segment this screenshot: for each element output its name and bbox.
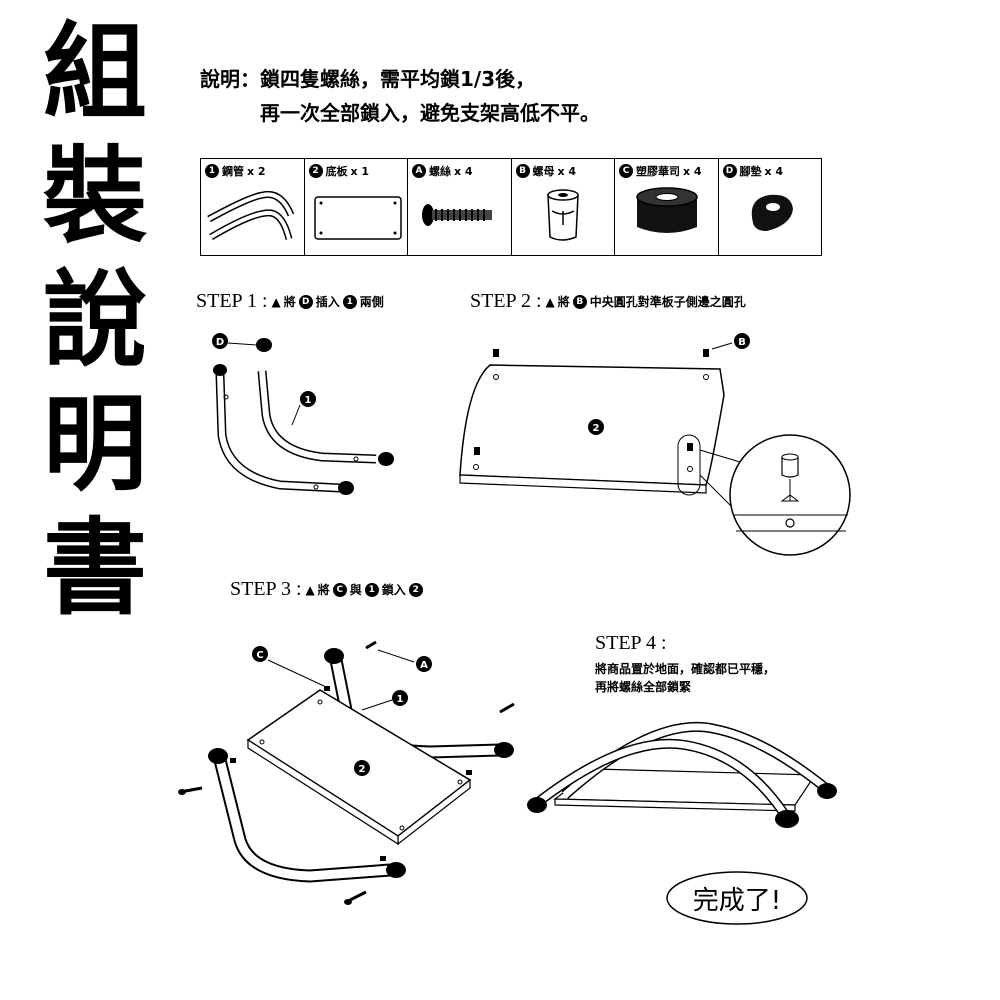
nut-icon: [546, 189, 579, 241]
plastic-washer-icon: [636, 187, 698, 233]
part-qty: x 4: [557, 164, 577, 178]
step-label: STEP 4 :: [595, 632, 667, 654]
part-cell-steel-pipe: 1 鋼管 x 2: [201, 159, 305, 255]
part-cell-screw: A 螺絲 x 4: [408, 159, 512, 255]
step1-heading: STEP 1 : ▲ 將 D 插入 1 兩側: [196, 290, 384, 312]
callout-2: 2: [359, 764, 366, 775]
step-label: STEP 2 :: [470, 290, 542, 312]
part-name: 底板: [325, 165, 348, 178]
part-qty: x 4: [683, 164, 702, 178]
step-badge: 2: [408, 582, 423, 597]
oval-outline: [666, 871, 808, 925]
step-badge: D: [298, 294, 313, 309]
warning-triangle-icon: ▲: [545, 294, 555, 309]
callout-1: 1: [397, 694, 404, 705]
title-char: 說: [42, 259, 147, 381]
title-char: 書: [42, 507, 147, 629]
title-char: 組: [42, 11, 147, 133]
steel-pipe-icon: [207, 190, 295, 241]
step4-line-2: 再將螺絲全部鎖緊: [595, 680, 692, 694]
part-cell-base-board: 2 底板 x 1: [305, 159, 408, 255]
vertical-title: 組 裝 說 明 書: [40, 10, 150, 630]
part-qty: x 2: [247, 164, 266, 178]
foot-pad-icon: [751, 194, 793, 231]
title-char: 裝: [42, 135, 147, 257]
step4-instructions: 將商品置於地面，確認都已平穩， 再將螺絲全部鎖緊: [595, 660, 775, 696]
step3-heading: STEP 3 : ▲ 將 C 與 1 鎖入 2: [230, 578, 423, 601]
part-cell-plastic-washer: C 塑膠華司 x 4: [615, 159, 719, 255]
part-badge: C: [619, 164, 633, 178]
step2-heading: STEP 2 : ▲ 將 B 中央圓孔對準板子側邊之圓孔: [470, 290, 746, 312]
step-badge: B: [572, 294, 587, 309]
callout-d: D: [216, 337, 224, 348]
part-name: 鋼管: [222, 165, 244, 178]
step4-illustration: [527, 721, 837, 828]
part-qty: x 1: [350, 164, 370, 178]
part-qty: x 4: [764, 164, 784, 178]
step4-line-1: 將商品置於地面，確認都已平穩，: [595, 662, 776, 676]
step-label: STEP 1 :: [196, 290, 268, 312]
part-name: 螺絲: [429, 165, 451, 178]
step3-illustration: C A 1 2: [178, 640, 515, 905]
step-label: STEP 3 :: [230, 578, 302, 600]
part-badge: 1: [205, 164, 219, 178]
step4-heading: STEP 4 :: [595, 632, 667, 655]
step-badge: 1: [342, 294, 357, 309]
intro-line-1: 說明：鎖四隻螺絲，需平均鎖1/3後，: [200, 67, 536, 91]
part-badge: 2: [308, 164, 323, 178]
step2-illustration: B 2: [459, 333, 851, 556]
parts-table: 1 鋼管 x 2 2 底板 x 1 A 螺絲 x 4: [200, 158, 822, 256]
step-badge: 1: [364, 582, 379, 597]
part-cell-foot-pad: D 腳墊 x 4: [719, 159, 822, 255]
callout-2: 2: [593, 423, 600, 434]
callout-c: C: [256, 650, 263, 661]
intro-text: 說明：鎖四隻螺絲，需平均鎖1/3後， 再一次全部鎖入，避免支架高低不平。: [200, 62, 600, 130]
screw-icon: [422, 204, 492, 226]
title-char: 明: [42, 383, 147, 505]
part-name: 塑膠華司: [636, 165, 680, 178]
part-badge: D: [722, 164, 737, 178]
warning-triangle-icon: ▲: [271, 294, 281, 309]
part-badge: B: [515, 164, 530, 178]
step-badge: C: [332, 582, 347, 597]
part-cell-nut: B 螺母 x 4: [512, 159, 615, 255]
callout-1: 1: [305, 395, 312, 406]
warning-triangle-icon: ▲: [305, 582, 315, 597]
intro-line-2: 再一次全部鎖入，避免支架高低不平。: [260, 101, 600, 125]
base-board-icon: [313, 196, 402, 240]
callout-b: B: [738, 337, 746, 348]
part-name: 腳墊: [739, 165, 762, 178]
callout-a: A: [420, 660, 428, 671]
completed-text: 完成了!: [692, 885, 782, 916]
completed-badge: 完成了!: [663, 868, 811, 928]
step1-illustration: D 1: [212, 333, 394, 495]
part-badge: A: [412, 164, 426, 178]
part-qty: x 4: [454, 164, 473, 178]
part-name: 螺母: [532, 165, 555, 178]
